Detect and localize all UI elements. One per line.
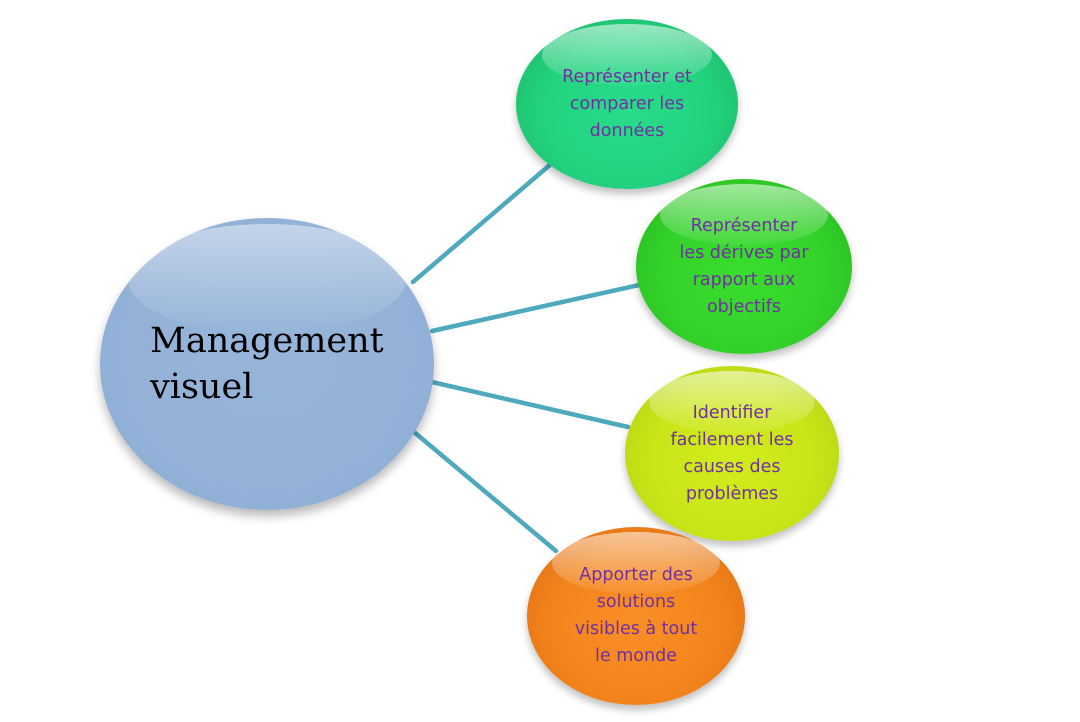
central-node-label: Management visuel: [150, 321, 384, 407]
connector-3: [429, 379, 631, 430]
branch-node-apporter-solutions: Apporter des solutions visibles à tout l…: [527, 527, 745, 705]
branch-node-label: Apporter des solutions visibles à tout l…: [574, 565, 698, 666]
branch-node-label: Représenter les dérives par rapport aux …: [679, 215, 809, 317]
connector-1: [410, 161, 554, 285]
branch-node-representer-comparer: Représenter et comparer les données: [516, 19, 738, 189]
branch-node-identifier-causes: Identifier facilement les causes des pro…: [625, 366, 839, 541]
connector-2: [429, 282, 642, 334]
connector-4: [411, 429, 559, 554]
branch-node-label: Identifier facilement les causes des pro…: [670, 402, 794, 504]
central-node-management-visuel: Management visuel: [100, 218, 434, 510]
branch-node-representer-derives: Représenter les dérives par rapport aux …: [636, 179, 852, 354]
branch-node-label: Représenter et comparer les données: [562, 66, 692, 141]
